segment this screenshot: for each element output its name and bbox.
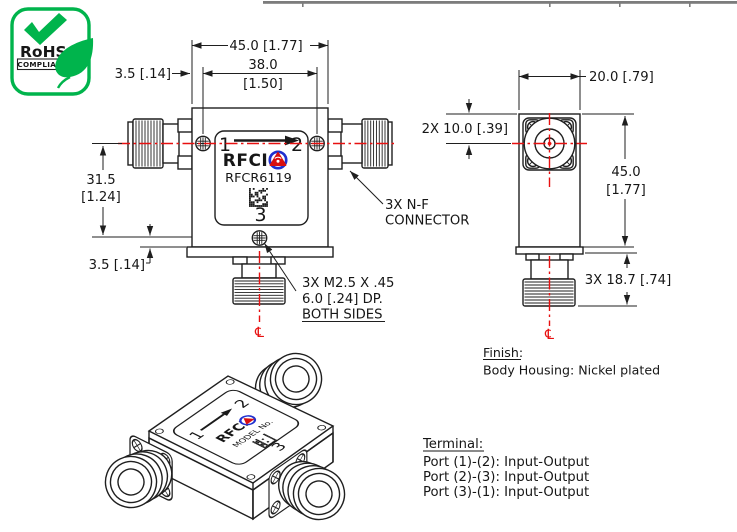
screw-callout-line2: 6.0 [.24] DP. (302, 292, 383, 307)
datamatrix-code (249, 188, 268, 207)
rfci-logo-icon (268, 150, 288, 170)
port-1-label: 1 (219, 134, 231, 156)
side-centerline-symbol: ℄ (544, 327, 554, 343)
connector-callout-line1: 3X N-F (385, 198, 429, 213)
checkmark-icon (24, 13, 67, 45)
rohs-badge: RoHS COMPLIANT (10, 7, 94, 96)
rohs-subtitle: COMPLIANT (17, 60, 67, 69)
screw-callout-line1: 3X M2.5 X .45 (302, 276, 394, 291)
flow-arrow-head (285, 135, 299, 146)
dim-center-height-in: [1.24] (81, 190, 121, 205)
dim-side-height-in: [1.77] (606, 183, 646, 198)
dim-center-height-mm: 31.5 (86, 173, 115, 188)
dim-edge-offset-top: 3.5 [.14] (115, 67, 171, 82)
side-view: ℄ 20.0 [.79] 2X 10.0 [.39] 45.0 [1.77] 3… (422, 70, 671, 343)
connector-callout-leader (349, 170, 384, 205)
dim-side-height-mm: 45.0 (611, 165, 640, 180)
iso-view: 1 2 RFCI MODEL No. 3 (96, 344, 355, 530)
finish-body: Body Housing: Nickel plated (483, 363, 660, 378)
brand-text: RFCI (223, 151, 269, 171)
side-bottom-plate (515, 246, 584, 255)
dim-screw-width-mm: 38.0 (248, 58, 277, 73)
dim-screw-width-in: [1.50] (243, 77, 283, 92)
screw-callout-leader (264, 243, 297, 292)
port-2-label: 2 (291, 134, 303, 156)
terminal-line-1: Port (1)-(2): Input-Output (423, 455, 589, 470)
iso-rfci-logo-icon (239, 415, 257, 426)
leaf-stem (56, 75, 71, 89)
connector-callout-line2: CONNECTOR (385, 214, 469, 229)
dim-center-offset: 2X 10.0 [.39] (422, 122, 508, 137)
terminal-line-2: Port (2)-(3): Input-Output (423, 470, 589, 485)
terminal-heading: Terminal: (422, 437, 483, 452)
side-dimensions (446, 70, 637, 307)
front-dimensions (92, 40, 329, 264)
port-3-label: 3 (254, 204, 266, 226)
screw-callout-line3: BOTH SIDES (302, 308, 382, 323)
dim-overall-width: 45.0 [1.77] (229, 39, 302, 54)
title-block-border (263, 1, 737, 7)
dim-side-width: 20.0 [.79] (589, 70, 654, 85)
finish-note: Finish: Body Housing: Nickel plated (483, 345, 660, 378)
front-label-plate: 1 2 RFCI RFCR6119 3 (214, 130, 309, 226)
finish-heading: Finish: (483, 345, 523, 360)
terminal-line-3: Port (3)-(1): Input-Output (423, 485, 589, 500)
model-number: RFCR6119 (225, 171, 292, 186)
dim-edge-offset-bottom: 3.5 [.14] (89, 258, 145, 273)
front-view: 1 2 RFCI RFCR6119 3 ℄ (81, 39, 469, 341)
terminal-note: Terminal: Port (1)-(2): Input-Output Por… (422, 437, 589, 500)
dim-connector-length: 3X 18.7 [.74] (585, 273, 671, 288)
front-screw-bottom (252, 231, 266, 245)
leaf-icon (55, 38, 94, 78)
rohs-title: RoHS (20, 43, 67, 61)
centerline-symbol: ℄ (254, 325, 264, 341)
iso-datamatrix-code (251, 433, 278, 449)
